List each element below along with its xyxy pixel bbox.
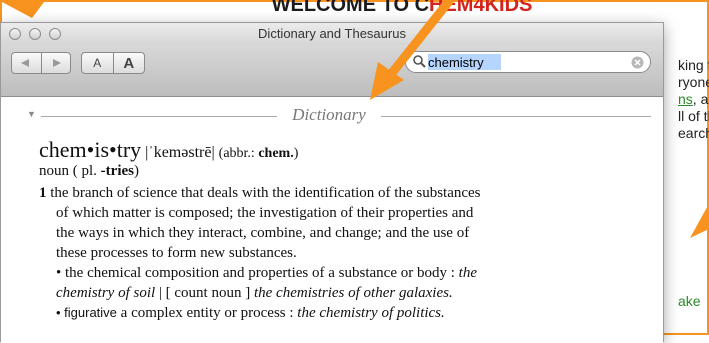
close-window-button[interactable] [9,28,21,40]
search-icon [413,55,426,68]
clear-search-icon[interactable] [631,56,644,69]
part-of-speech: noun ( pl. -tries) [39,163,139,179]
background-text-line: ake [678,293,701,309]
definition-content: ▼ Dictionary chem•is•try|ˈkeməstrē|(abbr… [1,97,663,343]
definition-line: the ways in which they interact, combine… [56,225,470,241]
pronunciation: |ˈkeməstrē| [145,144,215,161]
headword: chem•is•try [39,137,142,162]
window-titlebar[interactable]: Dictionary and Thesaurus [1,23,663,45]
definition-line: these processes to form new substances. [56,245,297,261]
font-larger-button[interactable]: A [112,53,145,73]
background-text-line: ll of the [678,108,709,124]
background-text-line: ryone. [678,74,709,90]
definition-line: 1 the branch of science that deals with … [39,185,481,201]
navigation-buttons [11,52,71,74]
font-size-buttons: A A [81,52,145,74]
search-input[interactable] [428,54,628,70]
orange-arrow-icon [690,203,709,238]
search-field[interactable] [405,51,651,73]
orange-pointer-arrow-icon [370,0,454,100]
background-text-line: earch [678,125,709,141]
definition-line: of which matter is composed; the investi… [56,205,474,221]
section-divider [381,116,651,117]
background-page-title: WELCOME TO CHEM4KIDS [271,0,533,16]
definition-block: 1 the branch of science that deals with … [39,183,659,323]
section-divider [41,116,277,117]
orange-arrow-icon [2,2,44,18]
background-link-line[interactable]: ns, and [678,91,709,107]
toolbar: A A [1,45,663,97]
font-smaller-button[interactable]: A [93,56,102,70]
background-text-line: king for [678,57,709,73]
back-arrow-icon [21,59,30,67]
window-title: Dictionary and Thesaurus [258,26,406,41]
sub-definition-example: chemistry of soil | [ count noun ] the c… [56,285,453,301]
section-title: Dictionary [292,105,366,124]
dictionary-window: Dictionary and Thesaurus A A [0,22,664,343]
back-button[interactable] [12,53,41,73]
sub-definition: • the chemical composition and propertie… [56,265,477,281]
forward-arrow-icon [52,59,61,67]
abbreviation: (abbr.: chem.) [218,146,299,161]
disclosure-triangle-icon[interactable]: ▼ [27,109,36,119]
minimize-window-button[interactable] [29,28,41,40]
headword-line: chem•is•try|ˈkeməstrē|(abbr.: chem.) [39,137,298,163]
sub-definition: • figurative a complex entity or process… [56,305,445,321]
zoom-window-button[interactable] [49,28,61,40]
forward-button[interactable] [40,53,71,73]
